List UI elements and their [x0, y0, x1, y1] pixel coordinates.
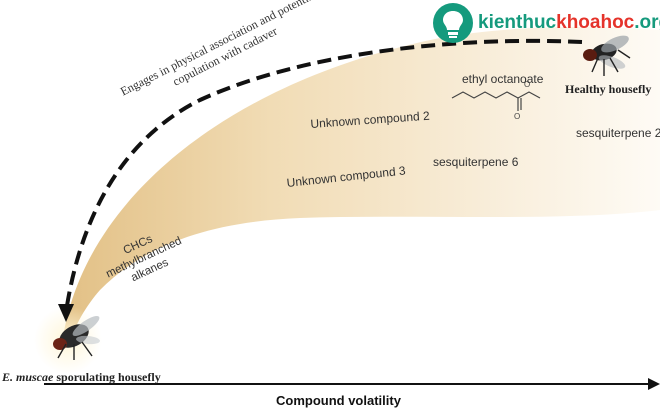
ethyl-octanoate-label: ethyl octanoate	[462, 72, 544, 86]
volatility-plume	[62, 27, 660, 348]
sporulating-species-name: E. muscae	[2, 370, 54, 384]
lightbulb-logo-icon	[433, 3, 473, 43]
sporulating-housefly-image	[53, 315, 100, 360]
ethyl-octanoate-structure: O O	[451, 80, 541, 121]
site-logo: kienthuckhoahoc.org	[432, 2, 660, 44]
sesquiterpene-2-label: sesquiterpene 2	[576, 126, 660, 140]
svg-text:O: O	[524, 80, 530, 89]
volatility-axis-arrowhead	[648, 378, 660, 390]
healthy-housefly-label: Healthy housefly	[565, 82, 652, 96]
dashed-arrow-head	[58, 304, 74, 322]
sesquiterpene-6-label: sesquiterpene 6	[433, 155, 519, 169]
site-name: kienthuckhoahoc.org	[478, 12, 660, 34]
volatility-axis-label: Compound volatility	[276, 393, 401, 408]
dashed-arrow	[64, 38, 583, 313]
sporulating-housefly-label: E. muscae sporulating housefly	[2, 370, 161, 385]
site-name-part-a: kienthuc	[478, 12, 557, 33]
svg-text:O: O	[514, 112, 520, 121]
site-name-part-c: .org	[634, 12, 660, 33]
sporulating-housefly-text: sporulating housefly	[56, 370, 161, 384]
healthy-housefly-image	[583, 35, 631, 76]
site-name-part-b: khoahoc	[556, 12, 635, 33]
